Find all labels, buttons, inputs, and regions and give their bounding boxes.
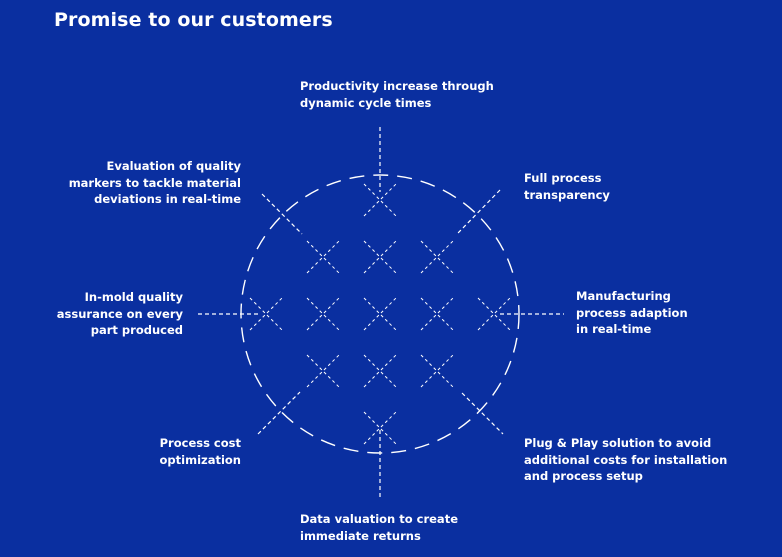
promise-line: Data valuation to create (300, 512, 458, 526)
promise-label-top-left: Evaluation of quality markers to tackle … (69, 158, 241, 208)
lattice-cross (363, 354, 397, 388)
lattice-cross (363, 297, 397, 331)
promise-line: deviations in real-time (94, 192, 241, 206)
promise-line: optimization (159, 452, 241, 467)
lattice-cross (420, 354, 454, 388)
lattice-cross (249, 297, 283, 331)
promise-line: In-mold quality (84, 290, 183, 304)
lattice-cross (306, 297, 340, 331)
connector-line (461, 392, 504, 435)
lattice-cross (477, 297, 511, 331)
promise-label-right: Manufacturing process adaption in real-t… (576, 288, 688, 338)
dashed-circle (240, 174, 520, 454)
connector-line (261, 193, 303, 235)
lattice-cross (363, 183, 397, 217)
lattice-cross (363, 411, 397, 445)
lattice-cross (420, 297, 454, 331)
promise-label-top: Productivity increase through dynamic cy… (300, 78, 494, 111)
lattice-cross (363, 354, 397, 388)
promise-line: Process cost (159, 436, 241, 450)
lattice-cross (306, 240, 340, 274)
lattice-cross (306, 240, 340, 274)
promise-line: Productivity increase through (300, 79, 494, 93)
lattice-cross (420, 240, 454, 274)
lattice-cross (420, 354, 454, 388)
lattice-cross (249, 297, 283, 331)
lattice-cross (420, 240, 454, 274)
promise-line: in real-time (576, 322, 652, 336)
promise-label-bottom-left: Process cost optimization (160, 435, 241, 468)
promise-line: and process setup (524, 469, 643, 483)
promise-line: process adaption (576, 305, 688, 320)
lattice-cross (363, 411, 397, 445)
promise-line: assurance on every (56, 306, 183, 321)
lattice-cross (306, 354, 340, 388)
promise-label-left: In-mold quality assurance on every part … (57, 289, 183, 339)
promise-label-top-right: Full process transparency (524, 170, 610, 203)
lattice-cross (306, 297, 340, 331)
promise-label-bottom: Data valuation to create immediate retur… (300, 511, 458, 544)
promise-line: Manufacturing (576, 289, 671, 303)
promise-line: Plug & Play solution to avoid (524, 436, 712, 450)
lattice-cross (477, 297, 511, 331)
lattice-cross (363, 297, 397, 331)
lattice-cross (420, 297, 454, 331)
promise-label-bottom-right: Plug & Play solution to avoid additional… (524, 435, 727, 485)
lattice-cross (363, 240, 397, 274)
connector-line (257, 391, 301, 435)
promise-line: markers to tackle material (68, 175, 241, 190)
promise-line: transparency (524, 187, 610, 202)
promise-line: dynamic cycle times (300, 95, 432, 110)
lattice-cross (363, 183, 397, 217)
connector-line (457, 189, 501, 234)
promise-line: Full process (524, 171, 602, 185)
promise-line: Evaluation of quality (106, 159, 242, 173)
promise-line: additional costs for installation (524, 452, 728, 467)
promise-line: part produced (90, 323, 183, 337)
promise-line: immediate returns (300, 528, 421, 543)
lattice-cross (363, 240, 397, 274)
lattice-cross (306, 354, 340, 388)
page-title: Promise to our customers (54, 9, 333, 31)
